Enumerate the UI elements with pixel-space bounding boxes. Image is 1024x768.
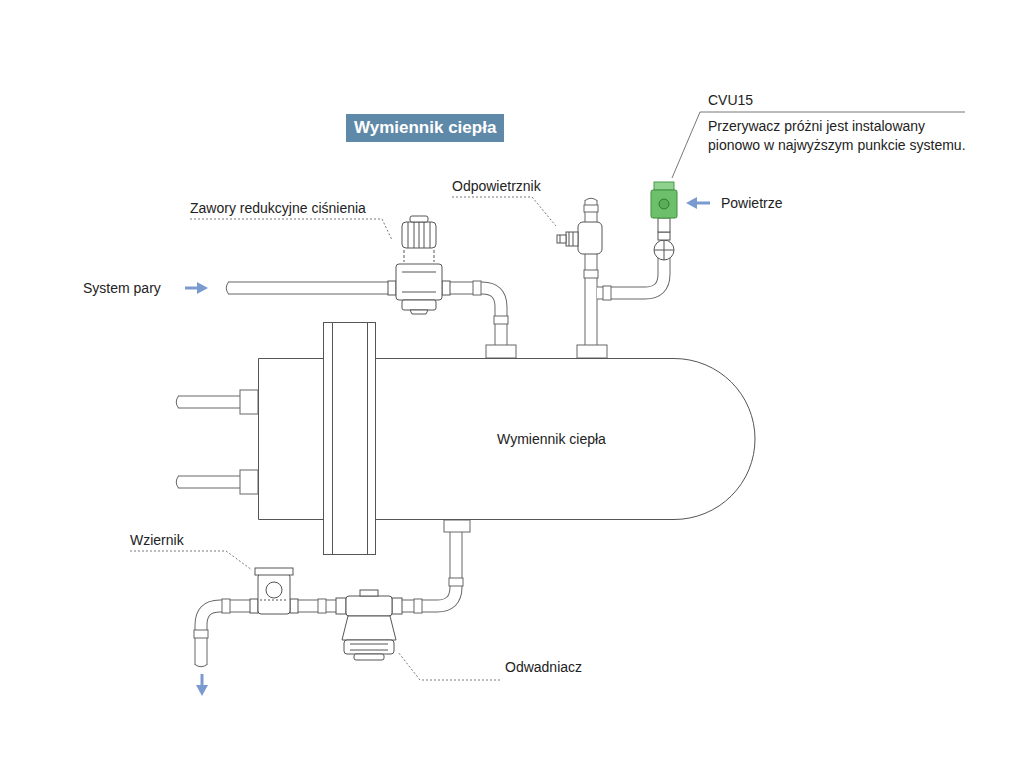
part-label: System pary — [83, 279, 161, 298]
part-label: Przerywacz próżni jest instalowany piono… — [708, 117, 970, 155]
part-label: CVU15 — [708, 91, 753, 110]
air-vent — [557, 222, 602, 254]
part-label: Zawory redukcyjne ciśnienia — [190, 199, 366, 218]
title-banner: Wymiennik ciepła — [346, 114, 504, 142]
part-label: Powietrze — [721, 194, 782, 213]
sight-glass — [250, 568, 298, 614]
pressure-reducing-valve — [388, 216, 450, 314]
steam-trap — [336, 590, 402, 660]
vessel-label: Wymiennik ciepła — [497, 431, 606, 447]
part-label: Odwadniacz — [505, 658, 582, 677]
vessel-node: Wymiennik ciepła — [258, 358, 755, 520]
vacuum-breaker — [651, 182, 677, 260]
part-label: Odpowietrznik — [452, 177, 541, 196]
part-label: Wziernik — [130, 531, 184, 550]
leader-lines — [130, 112, 965, 680]
